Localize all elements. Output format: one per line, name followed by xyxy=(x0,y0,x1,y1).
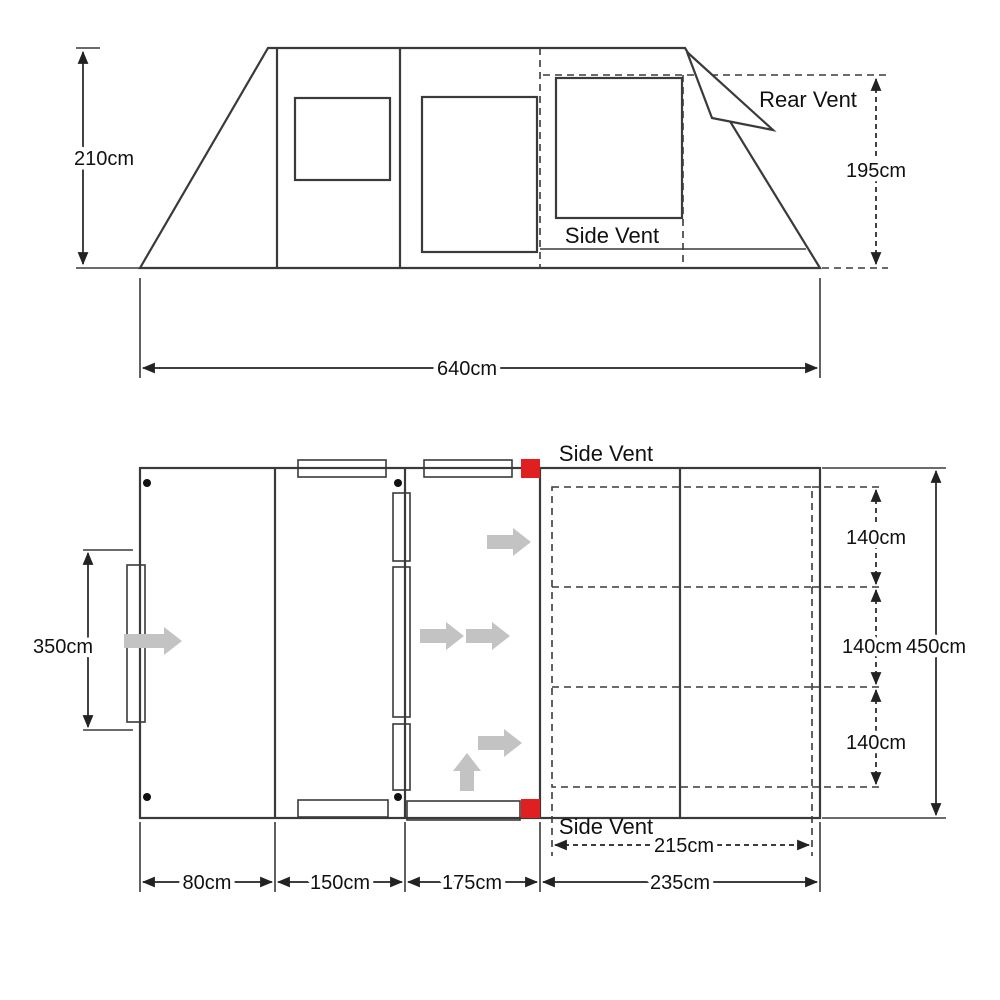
airflow-arrow-up xyxy=(453,753,481,791)
section-length-label-4: 235cm xyxy=(650,872,710,894)
total-depth-label: 450cm xyxy=(906,636,966,658)
inner-length-extensions xyxy=(551,792,813,856)
airflow-arrow-right xyxy=(487,528,531,556)
peg-point xyxy=(394,793,402,801)
airflow-arrow-right xyxy=(478,729,522,757)
section-length-label-1: 80cm xyxy=(183,872,232,894)
small-window xyxy=(293,96,392,182)
section-length-label-2: 150cm xyxy=(310,872,370,894)
floor-plan-view: Side Vent Side Vent 350cm 140cm 140cm 45… xyxy=(28,441,970,899)
right-height-label: 195cm xyxy=(846,160,906,182)
top-window-2 xyxy=(423,459,513,478)
side-elevation-view: 210cm 195cm Rear Vent Side Vent 640cm xyxy=(69,46,911,385)
side-vent-label-elevation: Side Vent xyxy=(565,223,659,248)
bottom-door-panel xyxy=(406,800,521,821)
door-window xyxy=(420,95,539,254)
side-vent-label-top: Side Vent xyxy=(559,441,653,466)
inner-bedroom-length-label: 215cm xyxy=(654,835,714,857)
total-depth-extensions xyxy=(822,467,946,819)
airflow-arrow-right xyxy=(124,627,182,655)
section-length-label-3: 175cm xyxy=(442,872,502,894)
inner-door-panel xyxy=(392,566,411,718)
airflow-arrow-right xyxy=(420,622,464,650)
peg-point xyxy=(394,479,402,487)
top-window-1 xyxy=(297,459,387,478)
side-vent-label-bottom: Side Vent xyxy=(559,814,653,839)
bedroom-depth-label-3: 140cm xyxy=(846,732,906,754)
mesh-panel-bottom xyxy=(392,723,411,791)
front-width-label: 350cm xyxy=(33,636,93,658)
bedroom-depth-label-1: 140cm xyxy=(846,527,906,549)
peg-point xyxy=(143,479,151,487)
peg-point xyxy=(143,793,151,801)
front-width-ticks xyxy=(83,549,133,731)
side-vent-panel xyxy=(554,76,684,220)
mesh-panel-top xyxy=(392,492,411,562)
bottom-window xyxy=(297,799,389,818)
rear-vent-flap xyxy=(685,51,777,132)
inner-bedroom-dashed-outline xyxy=(551,486,813,788)
bottom-side-vent-marker xyxy=(521,799,540,818)
total-length-label: 640cm xyxy=(437,358,497,380)
airflow-arrow-right xyxy=(466,622,510,650)
airflow-arrows xyxy=(124,528,531,791)
bedroom-dim-extensions xyxy=(812,486,884,788)
bottom-dim-extensions xyxy=(139,822,821,892)
top-side-vent-marker xyxy=(521,459,540,478)
bedroom-depth-label-2: 140cm xyxy=(842,636,902,658)
left-height-label: 210cm xyxy=(74,148,134,170)
rear-vent-label: Rear Vent xyxy=(759,87,857,112)
